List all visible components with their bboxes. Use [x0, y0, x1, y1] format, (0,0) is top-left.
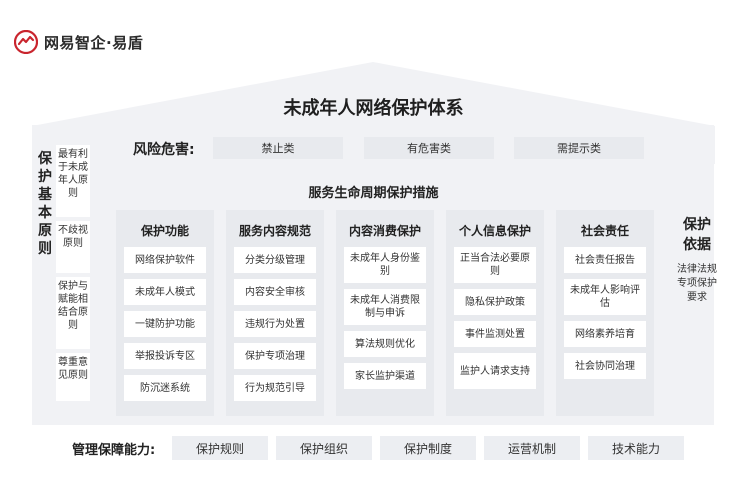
column-item: 违规行为处置 [234, 311, 316, 337]
management-chip: 保护制度 [380, 436, 476, 460]
brand-name: 网易智企·易盾 [44, 33, 144, 52]
netease-logo-icon [14, 30, 38, 54]
column-item: 未成年人模式 [124, 279, 206, 305]
protection-basis-text: 法律法规专项保护要求 [677, 264, 717, 303]
risk-chip-notice: 需提示类 [514, 137, 644, 159]
risk-chip-harmful: 有危害类 [364, 137, 494, 159]
management-chip: 保护组织 [276, 436, 372, 460]
column-protection-function: 保护功能 网络保护软件 未成年人模式 一键防护功能 举报投诉专区 防沉迷系统 [116, 210, 214, 416]
risk-label: 风险危害: [133, 142, 195, 158]
column-item: 内容安全审核 [234, 279, 316, 305]
management-label: 管理保障能力: [72, 443, 156, 458]
column-item: 未成年人身份鉴别 [344, 247, 426, 283]
column-title: 社会责任 [580, 224, 629, 238]
column-item: 网络素养培育 [564, 321, 646, 347]
column-item: 社会责任报告 [564, 247, 646, 273]
management-chip: 保护规则 [172, 436, 268, 460]
column-title: 个人信息保护 [458, 224, 531, 238]
management-chip: 技术能力 [588, 436, 684, 460]
column-title: 内容消费保护 [348, 224, 421, 238]
column-item: 网络保护软件 [124, 247, 206, 273]
principle-item: 不歧视原则 [56, 221, 90, 273]
diagram-title: 未成年人网络保护体系 [283, 98, 464, 119]
column-item: 监护人请求支持 [454, 353, 536, 389]
column-item: 未成年人影响评估 [564, 279, 646, 315]
column-item: 一键防护功能 [124, 311, 206, 337]
service-columns: 保护功能 网络保护软件 未成年人模式 一键防护功能 举报投诉专区 防沉迷系统 服… [116, 210, 656, 416]
column-item: 算法规则优化 [344, 331, 426, 357]
column-item: 事件监测处置 [454, 321, 536, 347]
column-social-responsibility: 社会责任 社会责任报告 未成年人影响评估 网络素养培育 社会协同治理 [556, 210, 654, 416]
column-item: 防沉迷系统 [124, 375, 206, 401]
column-content-norms: 服务内容规范 分类分级管理 内容安全审核 违规行为处置 保护专项治理 行为规范引… [226, 210, 324, 416]
column-item: 保护专项治理 [234, 343, 316, 369]
risk-chip-forbidden: 禁止类 [213, 137, 343, 159]
column-item: 社会协同治理 [564, 353, 646, 379]
left-principles-list: 最有利于未成年人原则 不歧视原则 保护与赋能相结合原则 尊重意见原则 [56, 145, 90, 405]
principle-item: 尊重意见原则 [56, 353, 90, 401]
column-item: 隐私保护政策 [454, 289, 536, 315]
column-item: 正当合法必要原则 [454, 247, 536, 283]
protection-basis-title: 保护依据 [683, 217, 711, 253]
service-title: 服务生命周期保护措施 [308, 186, 439, 201]
column-item: 行为规范引导 [234, 375, 316, 401]
left-principles-title: 保护基本原则 [38, 151, 52, 257]
management-chip: 运营机制 [484, 436, 580, 460]
column-item: 未成年人消费限制与申诉 [344, 289, 426, 325]
protection-basis: 保护依据 法律法规专项保护要求 [677, 215, 717, 345]
brand-logo: 网易智企·易盾 [14, 30, 143, 54]
principle-item: 最有利于未成年人原则 [56, 145, 90, 217]
column-item: 举报投诉专区 [124, 343, 206, 369]
column-title: 保护功能 [140, 224, 189, 238]
column-title: 服务内容规范 [238, 224, 311, 238]
column-item: 家长监护渠道 [344, 363, 426, 389]
column-personal-info: 个人信息保护 正当合法必要原则 隐私保护政策 事件监测处置 监护人请求支持 [446, 210, 544, 416]
column-consumption-protection: 内容消费保护 未成年人身份鉴别 未成年人消费限制与申诉 算法规则优化 家长监护渠… [336, 210, 434, 416]
column-item: 分类分级管理 [234, 247, 316, 273]
principle-item: 保护与赋能相结合原则 [56, 277, 90, 349]
